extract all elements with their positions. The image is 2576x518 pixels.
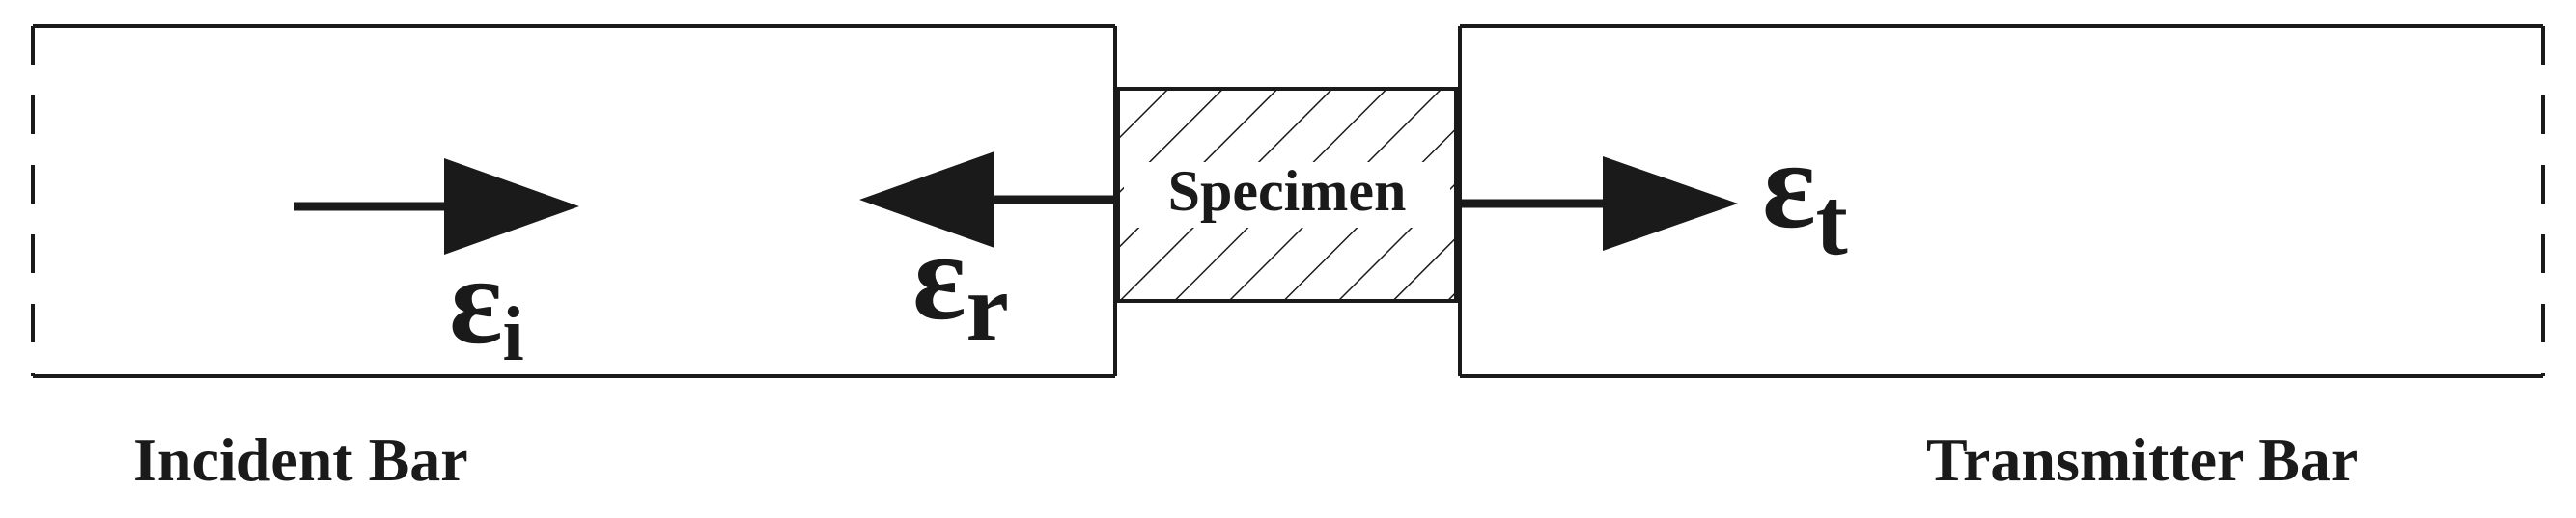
- reflected-strain-symbol: εr: [912, 207, 1009, 361]
- transmitted-strain-epsilon: ε: [1762, 116, 1816, 255]
- incident-strain-epsilon: ε: [449, 232, 503, 370]
- reflected-arrow-head: [859, 151, 994, 248]
- transmitted-wave-arrow: [1459, 156, 1738, 251]
- incident-arrow-head: [444, 158, 579, 255]
- incident-strain-subscript: i: [503, 292, 524, 377]
- specimen-label: Specimen: [1168, 159, 1407, 223]
- specimen-label-backdrop: [1124, 162, 1450, 228]
- reflected-strain-subscript: r: [966, 254, 1009, 361]
- transmitter-bar-label: Transmitter Bar: [1926, 425, 2359, 494]
- incident-wave-arrow: [294, 158, 579, 255]
- incident-bar-label: Incident Bar: [133, 425, 468, 494]
- incident-strain-symbol: εi: [449, 232, 524, 377]
- transmitted-strain-symbol: εt: [1762, 116, 1848, 275]
- transmitted-strain-subscript: t: [1816, 168, 1848, 275]
- reflected-strain-epsilon: ε: [912, 207, 966, 346]
- transmitted-arrow-head: [1603, 156, 1738, 251]
- specimen-outline: [1116, 87, 1458, 303]
- specimen: Specimen: [1116, 87, 1458, 303]
- reflected-wave-arrow: [859, 151, 1116, 248]
